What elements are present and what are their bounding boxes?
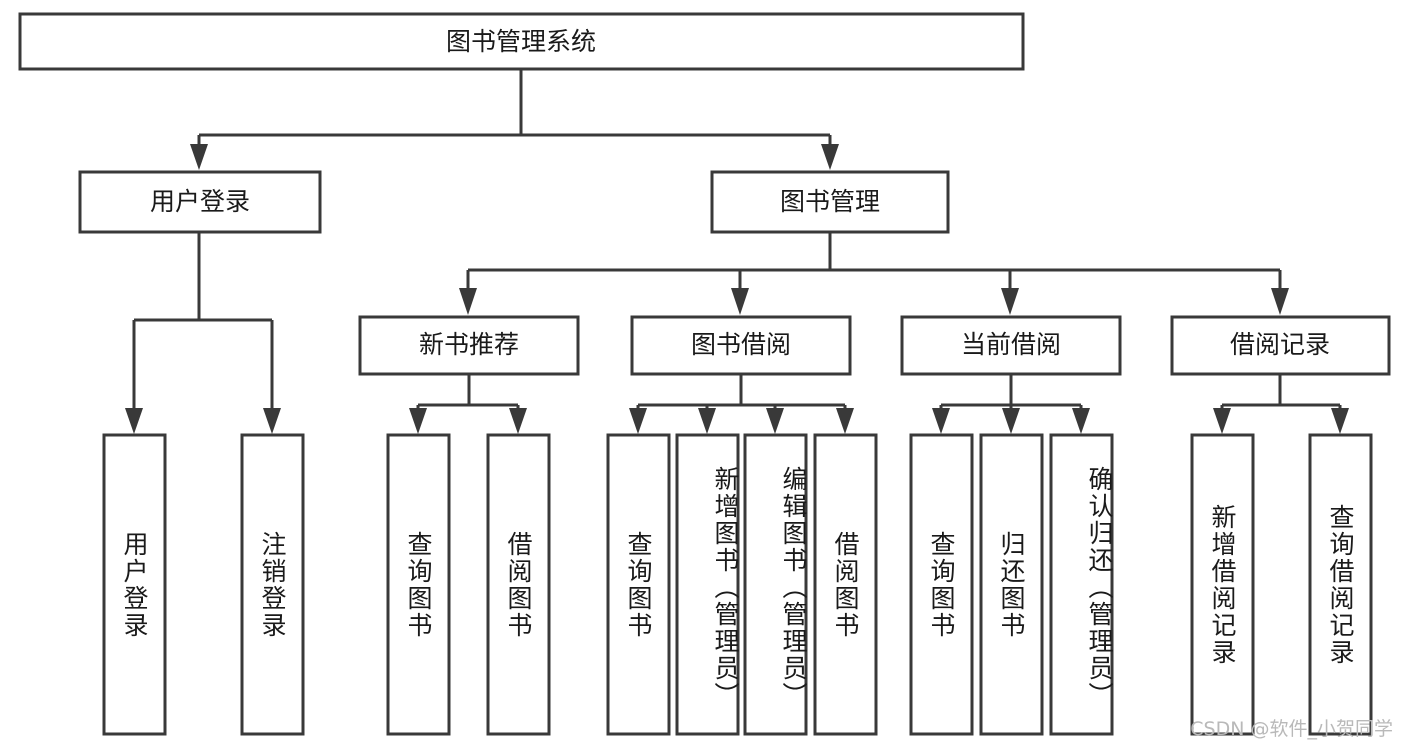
node-new-book-box (358, 315, 580, 376)
arrow-head-leaf-current-borrow-1 (932, 408, 950, 434)
node-book-manage-label: 图书管理 (780, 187, 880, 216)
connector-borrow-record-to-leaves (1213, 374, 1349, 434)
node-root-label: 图书管理系统 (446, 27, 596, 56)
node-borrow-record-label: 借阅记录 (1230, 330, 1330, 359)
node-book-manage-box (710, 170, 950, 234)
node-user-login-label: 用户登录 (150, 187, 250, 216)
csdn-watermark: CSDN @软件_小贺同学 (1190, 718, 1393, 740)
leaf-box-borrow-record-2[interactable] (1308, 433, 1373, 736)
node-borrow-record[interactable]: 借阅记录 (1170, 315, 1391, 376)
connector-book-borrow-to-leaves (629, 374, 854, 434)
arrow-head-book-borrow (731, 288, 749, 315)
arrow-head-leaf-book-borrow-2 (698, 408, 716, 434)
node-new-book-label: 新书推荐 (419, 330, 519, 359)
arrow-head-new-book (459, 288, 477, 315)
arrow-head-leaf-user-login-1 (125, 408, 143, 434)
node-root-box (18, 12, 1025, 71)
arrow-head-leaf-current-borrow-3 (1072, 408, 1090, 434)
node-book-borrow-box (630, 315, 852, 376)
node-book-borrow-label: 图书借阅 (691, 330, 791, 359)
arrow-head-current-borrow (1001, 288, 1019, 315)
connector-current-borrow-to-leaves (932, 374, 1090, 434)
leaf-box-user-login-1[interactable] (102, 433, 167, 736)
leaf-box-current-borrow-1[interactable] (909, 433, 974, 736)
leaf-box-user-login-2[interactable] (240, 433, 305, 736)
arrow-head-user-login (190, 144, 208, 170)
arrow-head-leaf-book-borrow-1 (629, 408, 647, 434)
node-current-borrow-label: 当前借阅 (961, 330, 1061, 359)
leaf-box-book-borrow-2[interactable] (675, 433, 740, 736)
node-new-book[interactable]: 新书推荐 (358, 315, 580, 376)
node-borrow-record-box (1170, 315, 1391, 376)
leaf-box-book-borrow-1[interactable] (606, 433, 671, 736)
node-user-login[interactable]: 用户登录 (78, 170, 322, 234)
arrow-head-borrow-record (1271, 288, 1289, 315)
node-root[interactable]: 图书管理系统 (18, 12, 1025, 71)
arrow-head-leaf-borrow-record-1 (1213, 408, 1231, 434)
leaf-box-new-book-1[interactable] (386, 433, 451, 736)
arrow-head-leaf-user-login-2 (263, 408, 281, 434)
connector-root-to-level2 (190, 69, 839, 170)
leaf-box-current-borrow-2[interactable] (979, 433, 1044, 736)
leaf-box-book-borrow-3[interactable] (743, 433, 808, 736)
arrow-head-leaf-book-borrow-4 (836, 408, 854, 434)
leaf-box-new-book-2[interactable] (486, 433, 551, 736)
leaf-box-borrow-record-1[interactable] (1190, 433, 1255, 736)
connector-new-book-to-leaves (409, 374, 527, 434)
node-book-manage[interactable]: 图书管理 (710, 170, 950, 234)
node-book-borrow[interactable]: 图书借阅 (630, 315, 852, 376)
leaf-box-book-borrow-4[interactable] (813, 433, 878, 736)
arrow-head-book-manage (821, 144, 839, 170)
connector-user-login-to-leaves (125, 232, 281, 434)
connector-book-manage-to-level3 (459, 232, 1289, 315)
arrow-head-leaf-current-borrow-2 (1002, 408, 1020, 434)
leaf-box-current-borrow-3[interactable] (1049, 433, 1114, 736)
arrow-head-leaf-new-book-2 (509, 408, 527, 434)
node-current-borrow[interactable]: 当前借阅 (900, 315, 1122, 376)
arrow-head-leaf-new-book-1 (409, 408, 427, 434)
arrow-head-leaf-book-borrow-3 (766, 408, 784, 434)
node-current-borrow-box (900, 315, 1122, 376)
arrow-head-leaf-borrow-record-2 (1331, 408, 1349, 434)
